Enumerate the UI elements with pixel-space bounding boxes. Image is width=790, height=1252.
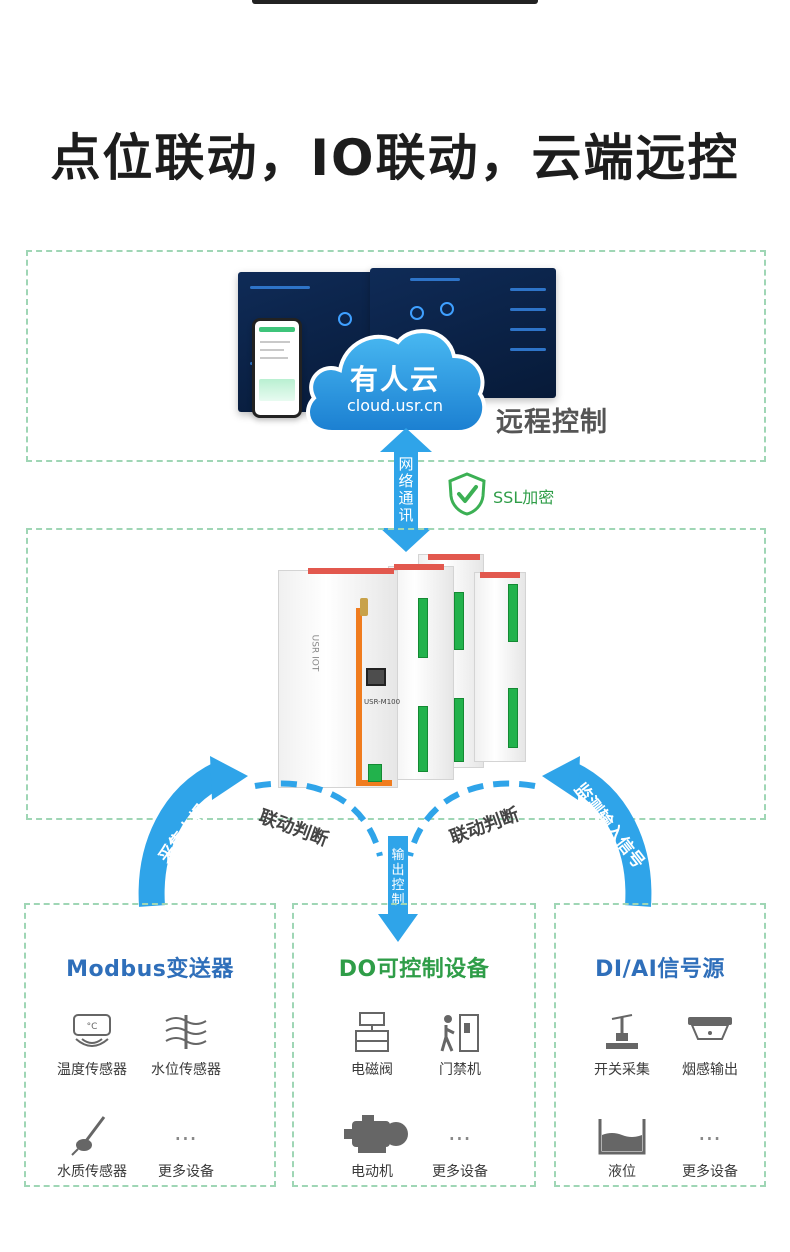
shield-check-icon: [448, 472, 486, 516]
more-icon: ···: [698, 1125, 721, 1153]
water-quality-sensor-item: 水质传感器: [42, 1113, 142, 1181]
di-ai-box-title: DI/AI信号源: [595, 957, 725, 982]
switch-item: 开关采集: [572, 1011, 672, 1079]
network-comm-text: 网络通讯: [398, 455, 414, 524]
water-quality-sensor-icon: [71, 1116, 106, 1156]
water-level-sensor-label: 水位传感器: [151, 1062, 221, 1078]
water-quality-sensor-label: 水质传感器: [57, 1164, 127, 1180]
top-decoration-line: [252, 0, 538, 4]
smartphone-icon: [252, 318, 302, 418]
solenoid-valve-label: 电磁阀: [351, 1062, 393, 1078]
smoke-detector-label: 烟感输出: [682, 1062, 738, 1078]
do-box-title: DO可控制设备: [338, 957, 490, 982]
output-control-label: 输出控制: [389, 848, 407, 908]
page-title: 点位联动，IO联动，云端远控: [50, 129, 740, 187]
device-model: USR-M100: [364, 698, 401, 706]
more-devices-item: ··· 更多设备: [410, 1113, 510, 1181]
access-control-label: 门禁机: [439, 1062, 481, 1078]
upload-arrow: [138, 756, 383, 907]
monitor-arrow: [407, 756, 652, 907]
more-icon: ···: [174, 1125, 197, 1153]
ethernet-port-icon: [366, 668, 386, 686]
solenoid-valve-item: 电磁阀: [322, 1011, 422, 1079]
more-devices-item: ··· 更多设备: [136, 1113, 236, 1181]
temperature-sensor-label: 温度传感器: [57, 1062, 127, 1078]
access-control-item: 门禁机: [410, 1011, 510, 1079]
more-devices-label: 更多设备: [432, 1164, 488, 1180]
liquid-level-icon: [598, 1119, 646, 1155]
water-level-sensor-icon: [165, 1015, 207, 1049]
svg-text:°C: °C: [87, 1022, 98, 1032]
switch-icon: [606, 1014, 638, 1049]
output-control-text: 输出控制: [391, 848, 405, 908]
device-brand: USR IOT: [309, 634, 320, 672]
gateway-device-image: USR IOT USR-M100: [278, 548, 526, 788]
network-arrow: [380, 428, 432, 552]
liquid-level-item: 液位: [572, 1113, 672, 1181]
smoke-detector-item: 烟感输出: [660, 1011, 760, 1079]
output-control-arrow: [378, 836, 418, 942]
switch-label: 开关采集: [594, 1062, 650, 1078]
modbus-box-title: Modbus变送器: [66, 957, 234, 982]
do-box: DO可控制设备 电磁阀 门禁机 电动机 ··· 更多设备: [292, 903, 536, 1187]
more-icon: ···: [448, 1125, 471, 1153]
cloud-url: cloud.usr.cn: [346, 396, 444, 415]
di-ai-box: DI/AI信号源 开关采集 烟感输出 液位 ··· 更多设备: [554, 903, 766, 1187]
modbus-box: Modbus变送器 °C 温度传感器 水位传感器 水质传感器 ··· 更多设备: [24, 903, 276, 1187]
solenoid-valve-icon: [355, 1012, 389, 1052]
network-comm-label: 网络通讯: [397, 456, 415, 524]
more-devices-label: 更多设备: [158, 1164, 214, 1180]
cloud-icon: [306, 329, 487, 434]
temperature-sensor-item: °C 温度传感器: [42, 1011, 142, 1079]
access-control-icon: [440, 1014, 479, 1052]
antenna-connector-icon: [360, 598, 368, 616]
liquid-level-label: 液位: [608, 1164, 636, 1180]
more-devices-item: ··· 更多设备: [660, 1113, 760, 1181]
ssl-label: SSL加密: [493, 488, 555, 507]
motor-label: 电动机: [351, 1164, 393, 1180]
device-section: [26, 528, 766, 820]
temperature-sensor-icon: °C: [73, 1014, 111, 1047]
cloud-logo: 有人云 cloud.usr.cn: [300, 318, 490, 434]
cloud-name: 有人云: [349, 363, 440, 396]
remote-control-label: 远程控制: [496, 407, 608, 438]
motor-item: 电动机: [322, 1113, 422, 1181]
more-devices-label: 更多设备: [682, 1164, 738, 1180]
water-level-sensor-item: 水位传感器: [136, 1011, 236, 1079]
motor-icon: [344, 1115, 408, 1153]
smoke-detector-icon: [688, 1017, 732, 1040]
